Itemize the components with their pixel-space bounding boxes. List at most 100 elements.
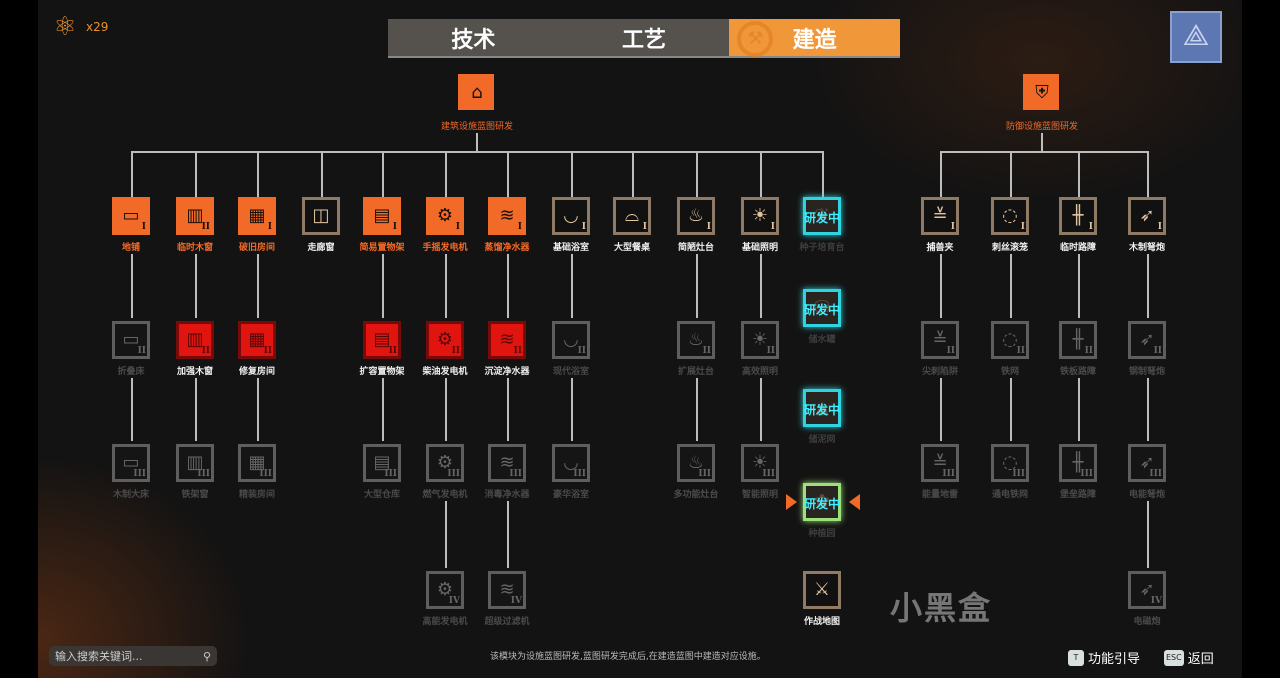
connector-line — [696, 151, 698, 197]
back-label: 返回 — [1187, 652, 1214, 667]
key-esc: ESC — [1164, 649, 1184, 666]
node-label: 简易置物架 — [359, 243, 405, 253]
node-water-filter[interactable]: I — [488, 197, 526, 235]
node-brick-wall[interactable]: I — [238, 197, 276, 235]
node-bathtub[interactable]: III — [552, 444, 590, 482]
node-house[interactable] — [458, 74, 494, 110]
node-bear-trap[interactable]: II — [921, 321, 959, 359]
node-bear-trap[interactable]: III — [921, 444, 959, 482]
node-barricade[interactable]: II — [1059, 321, 1097, 359]
tier-numeral: III — [509, 469, 522, 479]
connector-line — [131, 151, 133, 197]
tier-numeral: IV — [510, 596, 522, 606]
research-badge: 研发中 — [804, 497, 841, 511]
node-bathtub[interactable]: II — [552, 321, 590, 359]
node-barricade[interactable]: III — [1059, 444, 1097, 482]
node-label: 高效照明 — [741, 367, 778, 377]
node-lightbulb[interactable]: III — [741, 444, 779, 482]
node-label: 防御设施蓝图研发 — [1005, 122, 1078, 132]
node-brick-wall[interactable]: II — [238, 321, 276, 359]
blueprint-button[interactable]: ⟁ — [1170, 11, 1222, 63]
node-barbed-wire[interactable]: I — [991, 197, 1029, 235]
node-shelf[interactable]: II — [363, 321, 401, 359]
node-shield-swords[interactable] — [1023, 74, 1059, 110]
node-crossed-swords[interactable] — [803, 571, 841, 609]
node-mud-net[interactable]: 研发中 — [803, 389, 841, 427]
node-crossbow[interactable]: II — [1128, 321, 1166, 359]
node-label: 种子培育台 — [799, 243, 845, 253]
node-bed[interactable]: III — [112, 444, 150, 482]
node-bed[interactable]: II — [112, 321, 150, 359]
node-crossbow[interactable]: IV — [1128, 571, 1166, 609]
tier-numeral: III — [384, 469, 397, 479]
node-bear-trap[interactable]: I — [921, 197, 959, 235]
atom-icon: ⚛ — [53, 12, 77, 42]
node-dining-table[interactable]: I — [613, 197, 651, 235]
tier-numeral: I — [642, 222, 647, 232]
node-label: 智能照明 — [741, 490, 778, 500]
connector-line — [571, 378, 573, 441]
tier-numeral: III — [1080, 469, 1093, 479]
tech-tree-screen: ⚛ x29 技术 工艺 ⚒建造 ⟁ 建筑设施蓝图研发I地铺II折叠床III木制大… — [38, 0, 1242, 678]
category-tabs: 技术 工艺 ⚒建造 — [388, 19, 901, 58]
node-generator[interactable]: II — [426, 321, 464, 359]
connector-line — [382, 151, 384, 197]
node-shelf[interactable]: III — [363, 444, 401, 482]
node-generator[interactable]: IV — [426, 571, 464, 609]
node-label: 燃气发电机 — [422, 490, 468, 500]
node-plant[interactable]: 研发中 — [803, 483, 841, 521]
node-shelf[interactable]: I — [363, 197, 401, 235]
tier-numeral: III — [259, 469, 272, 479]
connector-line — [1147, 378, 1149, 441]
node-brick-wall[interactable]: III — [238, 444, 276, 482]
connector-line — [507, 501, 509, 568]
node-stove[interactable]: III — [677, 444, 715, 482]
node-label: 能量地雷 — [921, 490, 958, 500]
connector-line — [940, 151, 942, 197]
node-water-filter[interactable]: III — [488, 444, 526, 482]
node-bed[interactable]: I — [112, 197, 150, 235]
tier-numeral: I — [770, 222, 775, 232]
search-input[interactable]: 输入搜索关键词... ⚲ — [49, 646, 217, 666]
search-icon[interactable]: ⚲ — [202, 649, 211, 663]
tier-numeral: I — [267, 222, 272, 232]
node-seedling[interactable]: 研发中 — [803, 197, 841, 235]
tier-numeral: III — [698, 469, 711, 479]
node-stove[interactable]: I — [677, 197, 715, 235]
node-barricade[interactable]: I — [1059, 197, 1097, 235]
connector-line — [760, 254, 762, 318]
tab-construction[interactable]: ⚒建造 — [729, 19, 901, 57]
connector-line — [1010, 151, 1012, 197]
node-window[interactable]: III — [176, 444, 214, 482]
node-window[interactable]: II — [176, 321, 214, 359]
connector-line — [1041, 133, 1043, 152]
node-water-tank[interactable]: 研发中 — [803, 289, 841, 327]
node-lightbulb[interactable]: I — [741, 197, 779, 235]
connector-line — [1078, 254, 1080, 318]
node-barbed-wire[interactable]: II — [991, 321, 1029, 359]
connector-line — [382, 254, 384, 318]
node-lightbulb[interactable]: II — [741, 321, 779, 359]
tab-crafting[interactable]: 工艺 — [559, 19, 730, 56]
node-stove[interactable]: II — [677, 321, 715, 359]
connector-line — [195, 378, 197, 441]
node-window[interactable]: II — [176, 197, 214, 235]
node-barbed-wire[interactable]: III — [991, 444, 1029, 482]
node-door[interactable] — [302, 197, 340, 235]
node-bathtub[interactable]: I — [552, 197, 590, 235]
connector-line — [507, 378, 509, 441]
connector-line — [571, 254, 573, 318]
tab-technology[interactable]: 技术 — [388, 19, 559, 56]
node-generator[interactable]: I — [426, 197, 464, 235]
tier-numeral: II — [201, 346, 210, 356]
node-generator[interactable]: III — [426, 444, 464, 482]
node-water-filter[interactable]: II — [488, 321, 526, 359]
shield-swords-icon — [1026, 77, 1058, 109]
node-crossbow[interactable]: III — [1128, 444, 1166, 482]
node-water-filter[interactable]: IV — [488, 571, 526, 609]
node-crossbow[interactable]: I — [1128, 197, 1166, 235]
node-label: 柴油发电机 — [422, 367, 468, 377]
node-label: 堡垒路障 — [1059, 490, 1096, 500]
